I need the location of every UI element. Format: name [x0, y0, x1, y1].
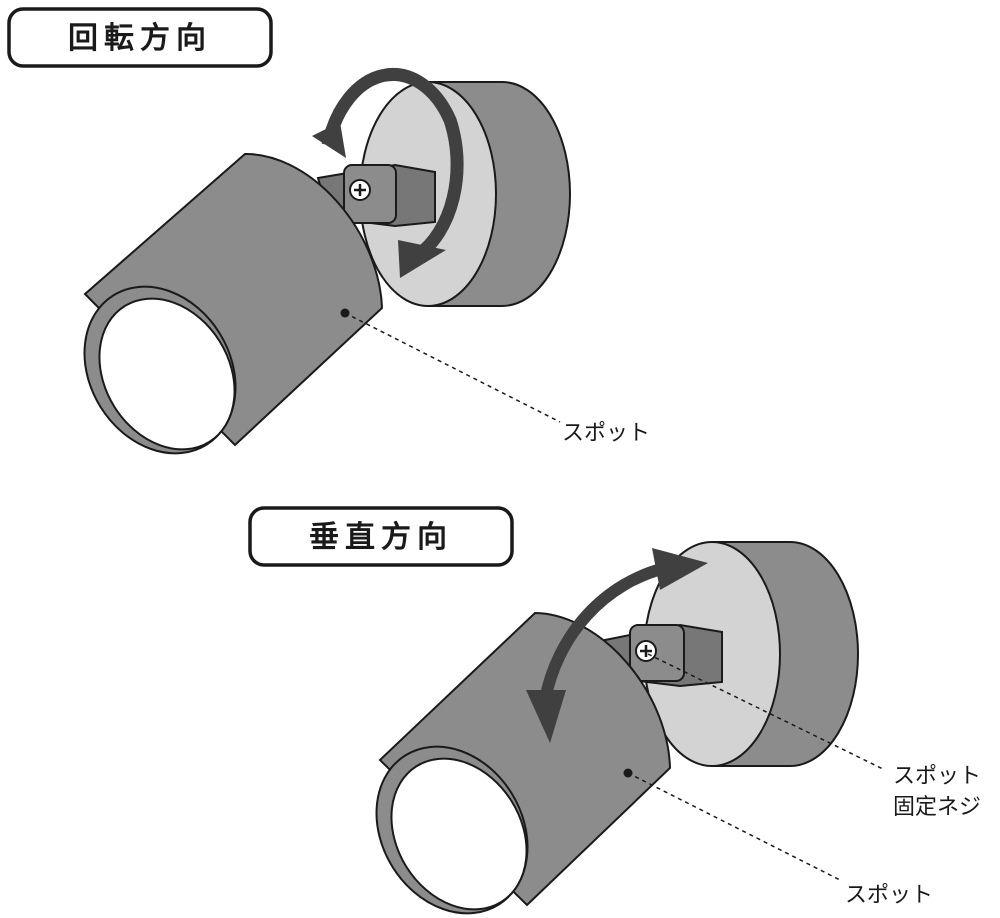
vertical-title: 垂直方向 — [309, 520, 453, 555]
callout-line — [344, 312, 561, 423]
spot-body-2 — [375, 611, 672, 915]
spot-body — [83, 152, 384, 455]
label-screw-line1: スポット — [893, 764, 981, 789]
spot-lens-2 — [390, 757, 528, 911]
vertical-title-box — [248, 506, 514, 567]
vertical-arrow-icon — [526, 548, 708, 743]
callout-line-spot-2 — [627, 772, 841, 881]
callout-line-screw — [647, 653, 886, 771]
section-vertical: 垂直方向 スポット 固定ネジ — [248, 506, 981, 915]
rotation-arrow-icon — [312, 68, 464, 278]
label-spot-1: スポット — [562, 421, 650, 446]
label-spot-2: スポット — [845, 883, 933, 908]
section-rotation: 回転方向 スポット — [7, 7, 650, 455]
label-screw-line2: 固定ネジ — [893, 795, 981, 820]
spot-lens — [98, 297, 236, 451]
rotation-title: 回転方向 — [68, 21, 212, 56]
rotation-title-box — [7, 7, 273, 68]
